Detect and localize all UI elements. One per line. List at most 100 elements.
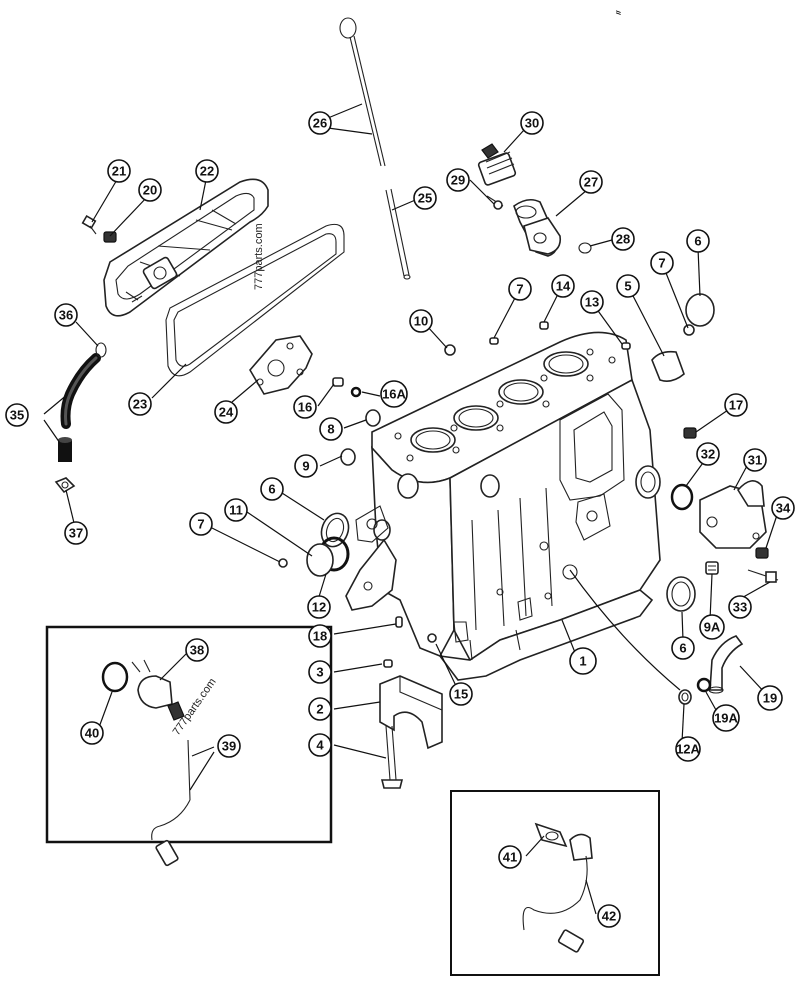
callout-5: 5 (616, 274, 640, 298)
plug-14 (539, 321, 549, 330)
callout-3: 3 (308, 660, 332, 684)
callout-28: 28 (611, 227, 635, 251)
callout-label: 7 (516, 282, 523, 297)
callout-label: 6 (694, 234, 701, 249)
thermostat-housing (699, 480, 767, 549)
callout-label: 31 (748, 453, 762, 468)
callout-circle (217, 734, 241, 758)
callout-label: 21 (112, 164, 126, 179)
dowel-pin (383, 659, 393, 668)
callout-31: 31 (743, 448, 767, 472)
callout-circle (5, 403, 29, 427)
callout-8: 8 (319, 417, 343, 441)
callout-label: 6 (679, 641, 686, 656)
inset-heater-cord (522, 833, 593, 953)
callout-circle (449, 682, 473, 706)
callout-30: 30 (520, 111, 544, 135)
callout-6c: 6 (686, 229, 710, 253)
plug-10 (444, 344, 456, 356)
callout-1: 1 (569, 647, 597, 675)
cup-plug-6-top (685, 293, 715, 327)
callout-38: 38 (185, 638, 209, 662)
callout-19: 19 (757, 685, 783, 711)
callout-label: 32 (701, 447, 715, 462)
block-heater (131, 659, 185, 721)
callout-21: 21 (107, 159, 131, 183)
callout-label: 39 (222, 739, 236, 754)
callout-26: 26 (308, 111, 332, 135)
callout-circle (569, 647, 597, 675)
callout-circle (551, 274, 575, 298)
o-ring-16a (350, 386, 362, 398)
callout-label: 19A (714, 711, 738, 726)
camshaft-bushing (651, 350, 685, 382)
callout-circle (446, 168, 470, 192)
plug-9 (340, 448, 356, 466)
callout-2: 2 (308, 697, 332, 721)
callout-label: 15 (454, 687, 468, 702)
callout-label: 23 (133, 397, 147, 412)
callout-label: 29 (451, 173, 465, 188)
small-plug-left (278, 558, 288, 568)
breather-hose (58, 353, 101, 462)
callout-label: 13 (585, 295, 599, 310)
elbow-fitting (708, 635, 744, 694)
callout-circle (508, 277, 532, 301)
callout-label: 38 (190, 643, 204, 658)
callout-label: 12 (312, 600, 326, 615)
leader-lines (43, 103, 779, 915)
callout-label: 30 (525, 116, 539, 131)
hose-bracket (54, 477, 76, 494)
callout-label: 11 (229, 503, 243, 518)
callout-circle (580, 290, 604, 314)
callout-circle (189, 512, 213, 536)
dipstick-tube (385, 188, 411, 280)
callout-label: 9A (704, 620, 721, 635)
locating-pin (395, 616, 403, 628)
callout-circle (699, 614, 725, 640)
callout-label: 34 (776, 501, 791, 516)
main-bearing-bolt (380, 725, 404, 789)
callout-group: 12345666777899A10111212A1314151616A17181… (5, 111, 795, 928)
callout-circle (671, 636, 695, 660)
plug-16 (332, 377, 344, 387)
callout-circle (712, 704, 740, 732)
breather-plate (249, 335, 313, 395)
callout-39: 39 (217, 734, 241, 758)
expansion-plug-inner (325, 517, 345, 543)
callout-40: 40 (80, 721, 104, 745)
heater-cord (151, 739, 191, 867)
callout-12: 12 (307, 595, 331, 619)
callout-16a: 16A (380, 380, 408, 408)
dipstick (339, 17, 386, 167)
inset-box-right (450, 790, 660, 976)
callout-label: 12A (676, 742, 700, 757)
callout-circle (728, 595, 752, 619)
o-ring-12a (678, 689, 692, 705)
callout-label: 17 (729, 398, 743, 413)
callout-label: 9 (302, 459, 309, 474)
corner-mark: ᐥ (609, 10, 623, 16)
callout-9a: 9A (699, 614, 725, 640)
callout-circle (319, 417, 343, 441)
callout-circle (294, 454, 318, 478)
callout-label: 37 (69, 526, 83, 541)
callout-circle (195, 159, 219, 183)
callout-circle (54, 303, 78, 327)
callout-16: 16 (293, 395, 317, 419)
callout-circle (597, 904, 621, 928)
callout-24: 24 (214, 400, 238, 424)
callout-circle (498, 845, 522, 869)
callout-42: 42 (597, 904, 621, 928)
oil-filler-cap (477, 143, 517, 186)
callout-29: 29 (446, 168, 470, 192)
watermark-top: 777parts.com (253, 223, 265, 290)
callout-label: 25 (418, 191, 432, 206)
callout-circle (409, 309, 433, 333)
valve-cover-gasket (165, 223, 345, 377)
callout-37: 37 (64, 521, 88, 545)
callout-27: 27 (579, 170, 603, 194)
callout-label: 16A (382, 387, 406, 402)
inset-box-left (45, 625, 333, 844)
